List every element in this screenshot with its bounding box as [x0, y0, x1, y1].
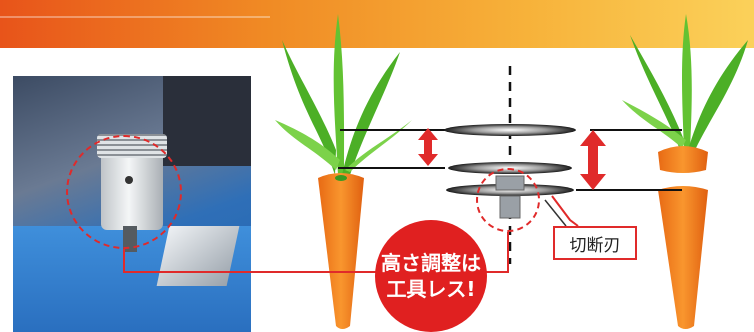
cutter-highlight-circle [476, 168, 540, 232]
left-carrot-root [318, 173, 364, 329]
blade-top [444, 124, 576, 136]
right-carrot-stub [658, 146, 708, 173]
height-arrow-small [418, 128, 438, 166]
cutter-leader-line-2 [544, 199, 567, 227]
header-stripe [0, 16, 270, 18]
badge-line-1: 高さ調整は [381, 251, 481, 275]
photo-highlight-circle [66, 135, 182, 249]
cutter-leader-line [551, 195, 579, 227]
height-arrow-large [580, 130, 606, 190]
left-carrot-leaves [275, 14, 412, 175]
machine-dark-housing [163, 76, 251, 166]
left-carrot-top-green [335, 175, 347, 181]
header-gradient-band [0, 0, 754, 48]
right-carrot-root [658, 186, 708, 329]
badge-line-2: 工具レス! [386, 277, 476, 301]
tool-free-badge: 高さ調整は 工具レス! [375, 220, 487, 332]
cutter-blade-label: 切断刃 [553, 226, 637, 260]
photo-to-cutter-connector [123, 232, 509, 273]
right-carrot-leaves [622, 14, 748, 150]
